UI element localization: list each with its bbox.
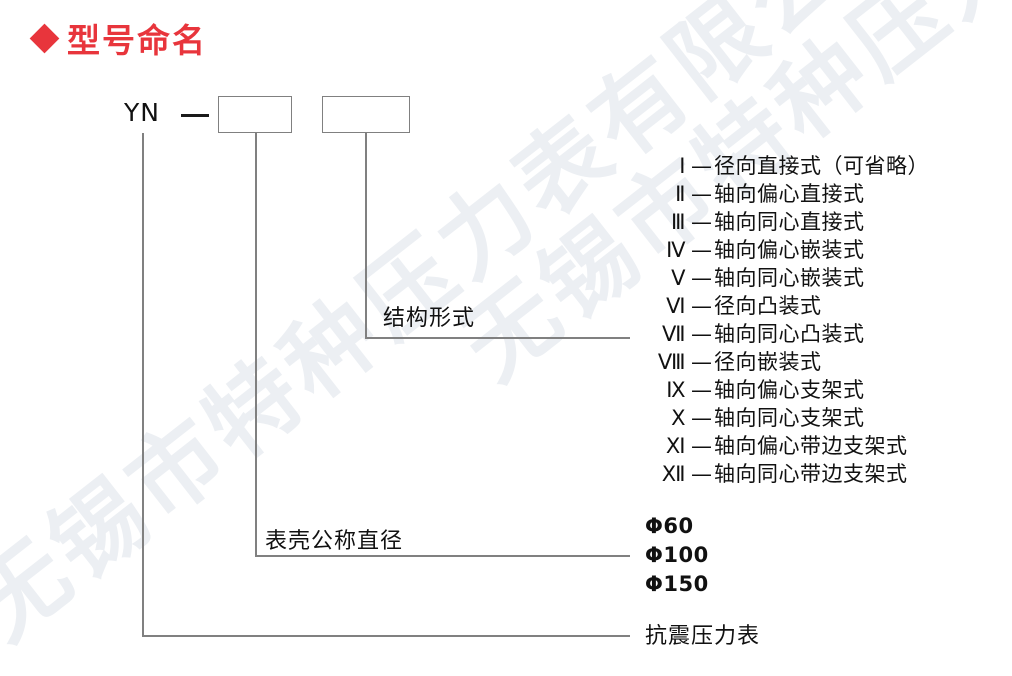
structure-type-label: 轴向同心支架式	[714, 406, 865, 430]
structure-type-label: 轴向同心嵌装式	[714, 266, 865, 290]
structure-type-dash: —	[691, 182, 712, 206]
structure-type-dash: —	[691, 406, 712, 430]
structure-type-row: Ⅰ—径向直接式（可省略）	[640, 150, 929, 178]
structure-type-dash: —	[691, 294, 712, 318]
structure-type-label: 轴向偏心带边支架式	[714, 434, 908, 458]
structure-type-numeral: Ⅻ	[661, 462, 686, 486]
structure-type-label: 轴向偏心直接式	[714, 182, 865, 206]
structure-type-dash: —	[691, 350, 712, 374]
structure-type-row: Ⅷ—径向嵌装式	[640, 346, 929, 374]
structure-type-dash: —	[691, 378, 712, 402]
structure-type-numeral: Ⅱ	[675, 182, 686, 206]
model-prefix-label: YN	[124, 98, 160, 127]
structure-type-dash: —	[691, 462, 712, 486]
structure-type-row: Ⅺ—轴向偏心带边支架式	[640, 430, 929, 458]
structure-type-dash: —	[691, 266, 712, 290]
structure-type-label: 轴向同心直接式	[714, 210, 865, 234]
connector-line-structure-vertical	[365, 133, 367, 339]
structure-type-row: Ⅶ—轴向同心凸装式	[640, 318, 929, 346]
caption-structure-form: 结构形式	[383, 306, 476, 331]
structure-type-row: Ⅲ—轴向同心直接式	[640, 206, 929, 234]
section-title: 型号命名	[29, 14, 207, 62]
structure-type-dash: —	[691, 238, 712, 262]
code-box-structure[interactable]	[322, 96, 410, 133]
connector-line-product-horizontal	[142, 635, 630, 637]
structure-type-row: Ⅳ—轴向偏心嵌装式	[640, 234, 929, 262]
structure-type-label: 轴向同心带边支架式	[714, 462, 908, 486]
structure-type-numeral: Ⅲ	[671, 210, 686, 234]
separator-dash-icon	[181, 114, 209, 117]
structure-type-dash: —	[691, 322, 712, 346]
structure-type-label: 径向嵌装式	[714, 350, 822, 374]
structure-type-row: Ⅹ—轴向同心支架式	[640, 402, 929, 430]
structure-type-row: Ⅻ—轴向同心带边支架式	[640, 458, 929, 486]
diameter-value: Φ150	[645, 572, 709, 596]
structure-type-label: 轴向偏心支架式	[714, 378, 865, 402]
section-title-label: 型号命名	[67, 21, 207, 60]
connector-line-diameter-vertical	[255, 133, 257, 557]
code-box-diameter[interactable]	[218, 96, 292, 133]
structure-type-label: 径向直接式（可省略）	[714, 154, 929, 178]
structure-type-dash: —	[691, 210, 712, 234]
structure-type-label: 径向凸装式	[714, 294, 822, 318]
product-name-label: 抗震压力表	[645, 624, 761, 649]
structure-type-row: Ⅱ—轴向偏心直接式	[640, 178, 929, 206]
connector-line-structure-horizontal	[365, 337, 630, 339]
structure-type-label: 轴向同心凸装式	[714, 322, 865, 346]
structure-type-numeral: Ⅶ	[661, 322, 686, 346]
diameter-value: Φ60	[645, 514, 694, 538]
structure-type-numeral: Ⅳ	[666, 238, 686, 262]
structure-type-label: 轴向偏心嵌装式	[714, 238, 865, 262]
connector-line-diameter-horizontal	[255, 555, 630, 557]
structure-type-numeral: Ⅷ	[657, 350, 686, 374]
structure-type-row: Ⅸ—轴向偏心支架式	[640, 374, 929, 402]
diameter-value: Φ100	[645, 543, 709, 567]
structure-type-dash: —	[691, 434, 712, 458]
structure-type-numeral: Ⅺ	[665, 434, 686, 458]
structure-type-numeral: Ⅵ	[666, 294, 686, 318]
structure-type-dash: —	[691, 154, 712, 178]
structure-type-numeral: Ⅹ	[671, 406, 686, 430]
caption-case-diameter: 表壳公称直径	[265, 529, 404, 554]
structure-type-numeral: Ⅰ	[679, 154, 686, 178]
diamond-bullet-icon	[29, 23, 60, 53]
connector-line-product-vertical	[142, 133, 144, 637]
structure-type-numeral: Ⅴ	[671, 266, 686, 290]
structure-type-row: Ⅵ—径向凸装式	[640, 290, 929, 318]
structure-type-numeral: Ⅸ	[666, 378, 686, 402]
structure-type-row: Ⅴ—轴向同心嵌装式	[640, 262, 929, 290]
